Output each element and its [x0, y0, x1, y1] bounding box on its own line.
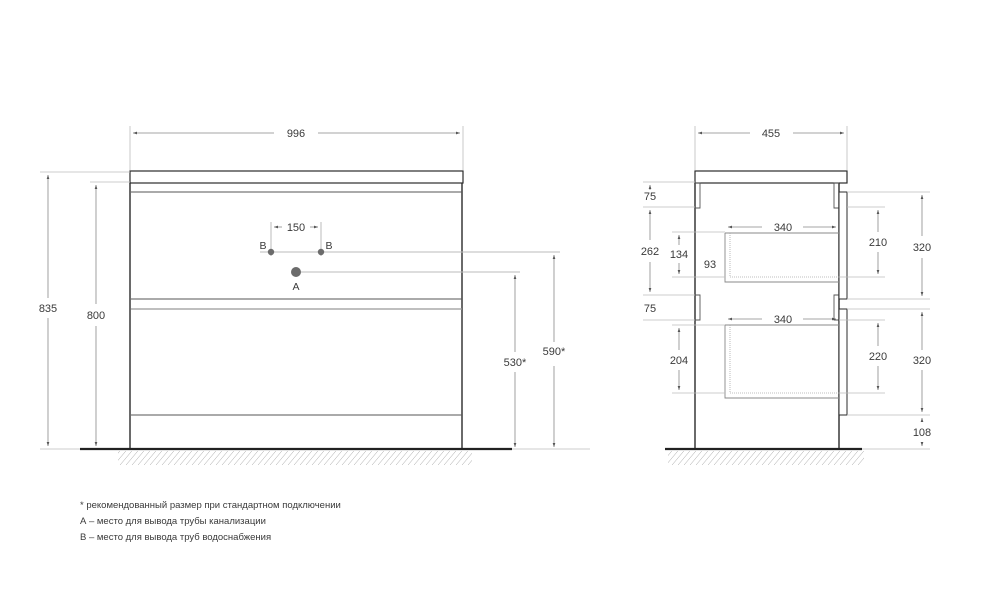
water-height-label: 590* — [543, 346, 566, 358]
pipe-b-right-label: B — [325, 240, 332, 252]
upper-drawer-depth-label: 340 — [774, 222, 792, 234]
total-height-label: 835 — [39, 303, 57, 315]
body-height-label: 800 — [87, 310, 105, 322]
upper-front-inner-label: 210 — [869, 237, 887, 249]
water-pipe-left-marker — [267, 248, 275, 256]
side-view: 455 75 262 75 134 — [641, 126, 931, 465]
drain-pipe-marker — [291, 267, 301, 277]
front-width-label: 996 — [287, 128, 305, 140]
pipe-b-left-label: B — [259, 240, 266, 252]
upper-drawer-inner-label: 134 — [670, 249, 688, 261]
drawing-notes: * рекомендованный размер при стандартном… — [80, 498, 341, 546]
front-view: 996 835 800 150 B B — [39, 126, 590, 465]
depth-label: 455 — [762, 128, 780, 140]
upper-gap-label: 262 — [641, 246, 659, 258]
lower-drawer-depth-label: 340 — [774, 314, 792, 326]
lower-front-inner-label: 220 — [869, 351, 887, 363]
note-water: В – место для вывода труб водоснабжения — [80, 532, 272, 543]
pipe-spacing-label: 150 — [287, 222, 305, 234]
lower-drawer-inner-label: 204 — [670, 355, 688, 367]
note-drain: А – место для вывода трубы канализации — [80, 516, 266, 527]
drain-height-label: 530* — [504, 357, 527, 369]
upper-front-height-label: 320 — [913, 242, 931, 254]
note-recommended: * рекомендованный размер при стандартном… — [80, 500, 341, 511]
drain-label: A — [292, 281, 299, 293]
drawer-offset-label: 93 — [704, 259, 716, 271]
plinth-height-label: 108 — [913, 427, 931, 439]
lower-front-height-label: 320 — [913, 355, 931, 367]
water-pipe-right-marker — [317, 248, 325, 256]
top-rail-label: 75 — [644, 191, 656, 203]
floor-hatch — [118, 451, 472, 465]
middle-rail-label: 75 — [644, 303, 656, 315]
countertop — [129, 170, 464, 184]
